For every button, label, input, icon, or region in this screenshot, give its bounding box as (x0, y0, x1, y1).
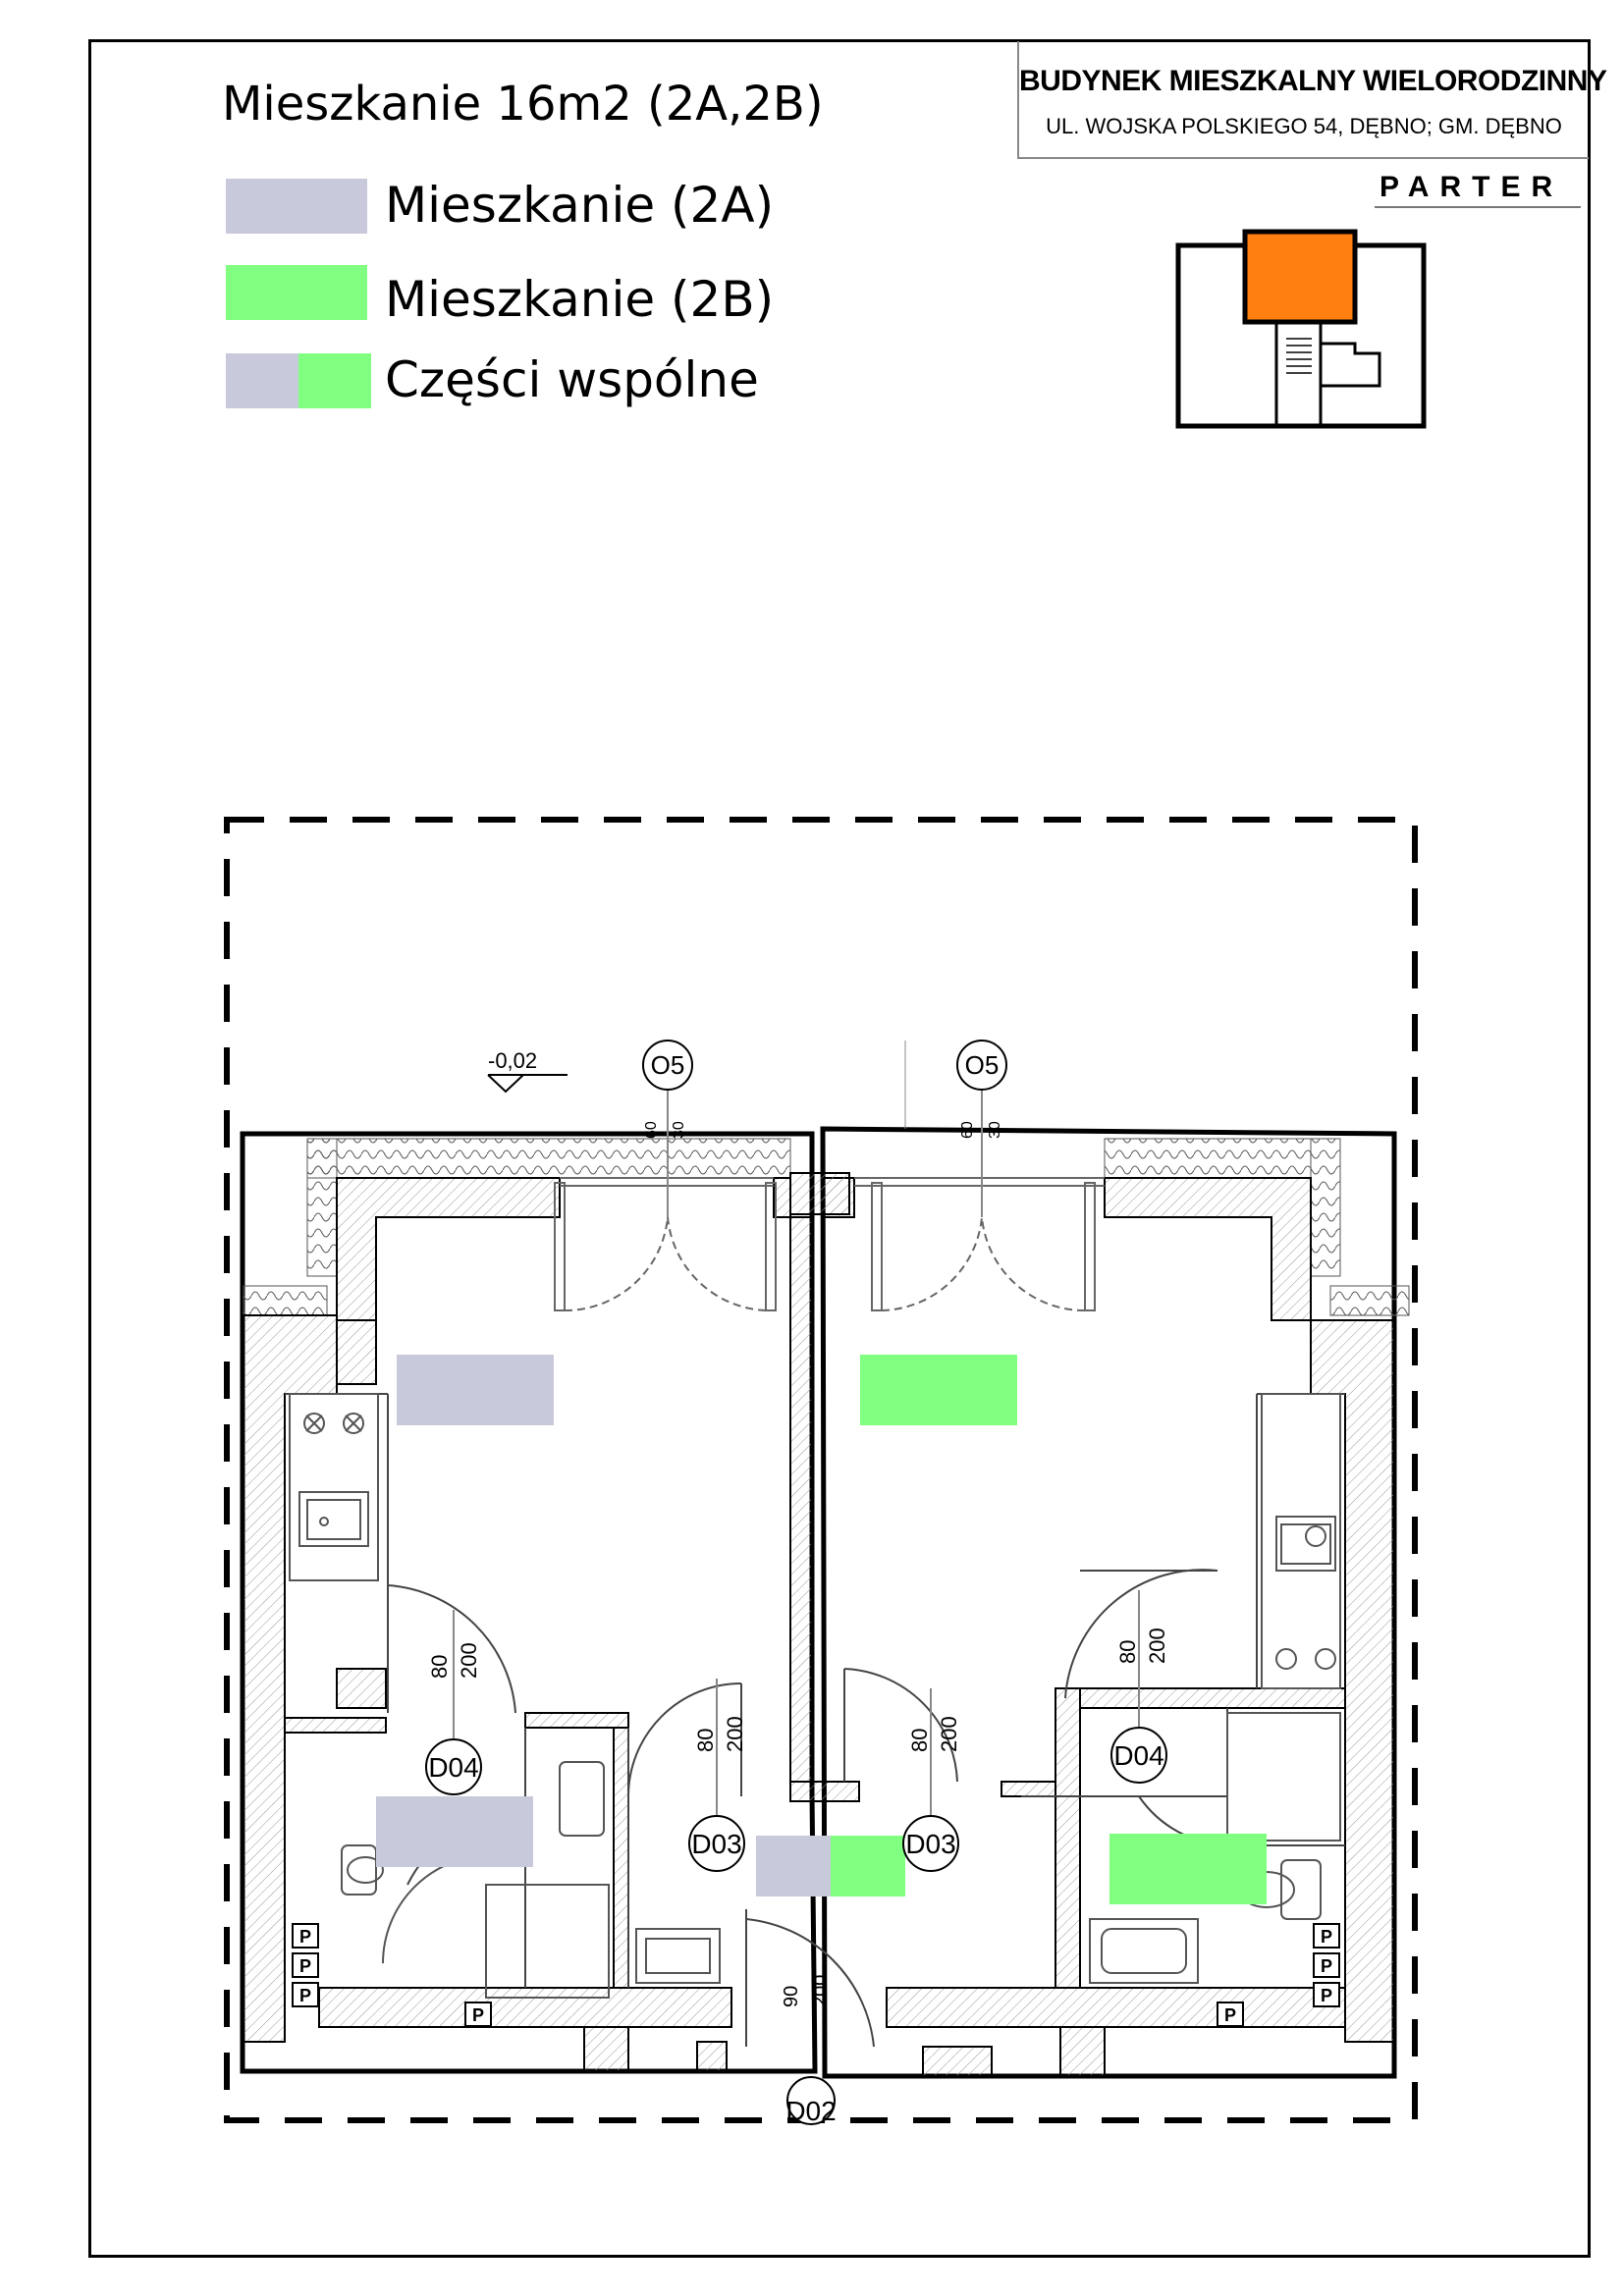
insulation-right-low (1329, 1285, 1410, 1316)
level-marker: -0,02 (487, 1048, 568, 1094)
door-dim-width: 80 (907, 1729, 932, 1752)
vent-box (1313, 1982, 1340, 2007)
sheet-frame (88, 39, 1591, 2258)
kitchen-2b (1261, 1393, 1341, 1689)
walls-unit-2b (822, 1177, 1395, 2077)
sheet-title: Mieszkanie 16m2 (2A,2B) (222, 77, 824, 132)
insulation-right (1310, 1138, 1341, 1277)
building-address: UL. WOJSKA POLSKIEGO 54, DĘBNO; GM. DĘBN… (1046, 114, 1562, 138)
floor-label: PARTER (1380, 171, 1564, 203)
insulation-left (306, 1138, 338, 1277)
legend-label-2b: Mieszkanie (2B) (385, 271, 775, 328)
vent-box (292, 1952, 319, 1978)
door-dim-height: 200 (457, 1642, 481, 1679)
apartment-boundary (224, 817, 1418, 2123)
insulation-left-low (243, 1285, 328, 1316)
window-dim-30-right: 30 (987, 1121, 1003, 1139)
window-tag-left-label: O5 (651, 1050, 685, 1080)
door-dim-width: 80 (1115, 1640, 1140, 1664)
legend-swatch-common-b (298, 353, 371, 408)
vent-box-label: P (299, 1986, 311, 2005)
window-dim-60-right: 60 (959, 1121, 976, 1139)
vent-box (464, 2002, 492, 2027)
insulation-top-left (306, 1138, 791, 1179)
zone-2a-bath (376, 1796, 533, 1867)
insulation-top-right (1104, 1138, 1312, 1179)
door-tag-d04-left-label: D04 (428, 1752, 478, 1783)
window-tag-right-label: O5 (965, 1050, 1000, 1080)
zone-2b-bath (1109, 1834, 1267, 1904)
floor-underline (1375, 206, 1581, 208)
zone-2a-living (397, 1355, 554, 1425)
vent-box-label: P (472, 2005, 484, 2025)
title-block: BUDYNEK MIESZKALNY WIELORODZINNY UL. WOJ… (1017, 41, 1607, 159)
legend-swatch-2b (226, 265, 367, 320)
door-tag-d03-right: 80 200 D03 (902, 1688, 961, 1872)
vent-box-label: P (1321, 1956, 1332, 1976)
vent-box-label: P (1224, 2005, 1236, 2025)
zone-common-b (831, 1836, 905, 1896)
zone-common-a (756, 1836, 831, 1896)
window-o5-left (554, 1177, 777, 1312)
legend-swatch-common-a (226, 353, 298, 408)
party-wall-bottom (789, 1781, 860, 1802)
entry-door-d02: 90 200 D02 (781, 1975, 837, 2126)
door-tag-d04-right-label: D04 (1113, 1740, 1163, 1771)
legend-label-2a: Mieszkanie (2A) (385, 177, 775, 234)
vent-box-label: P (1321, 1986, 1332, 2005)
entry-door-label: D02 (785, 2096, 836, 2126)
zone-2b-living (860, 1355, 1017, 1425)
entry-dim-width: 90 (781, 1986, 802, 2007)
level-value: -0,02 (488, 1048, 537, 1073)
door-tag-d04-left: 80 200 D04 (425, 1610, 482, 1795)
door-tag-d03-left: 80 200 D03 (688, 1679, 747, 1872)
door-dim-height: 200 (1145, 1628, 1169, 1664)
party-wall-top (789, 1172, 850, 1215)
vent-box-label: P (299, 1956, 311, 1976)
window-tag-left: O5 60 30 (642, 1040, 693, 1217)
legend-swatch-2a (226, 179, 367, 234)
door-dim-height: 200 (723, 1716, 747, 1752)
window-dim-30-left: 30 (671, 1121, 687, 1139)
vent-box (292, 1982, 319, 2007)
window-o5-right (854, 1177, 1105, 1312)
building-name: BUDYNEK MIESZKALNY WIELORODZINNY (1019, 65, 1607, 97)
vent-box (1313, 1923, 1340, 1949)
vent-box-label: P (1321, 1927, 1332, 1947)
door-tag-d03-right-label: D03 (905, 1829, 955, 1859)
entry-dim-height: 200 (810, 1975, 832, 2007)
legend-label-common: Części wspólne (385, 351, 759, 408)
door-dim-width: 80 (427, 1655, 452, 1679)
walls-unit-2a (243, 1177, 813, 2072)
window-tag-right: O5 60 30 (904, 1040, 1007, 1217)
door-dim-width: 80 (693, 1729, 718, 1752)
unit-2b-outline (820, 1126, 1397, 2079)
vent-box (1313, 1952, 1340, 1978)
kitchen-2a (289, 1393, 379, 1581)
door-tag-d03-left-label: D03 (691, 1829, 741, 1859)
door-dim-height: 200 (937, 1716, 961, 1752)
door-tag-d04-right: 80 200 D04 (1110, 1590, 1169, 1784)
vent-box (1217, 2002, 1244, 2027)
window-dim-60-left: 60 (643, 1121, 660, 1139)
vent-box-label: P (299, 1927, 311, 1947)
vent-box (292, 1923, 319, 1949)
bathroom-2a (341, 1761, 721, 1999)
